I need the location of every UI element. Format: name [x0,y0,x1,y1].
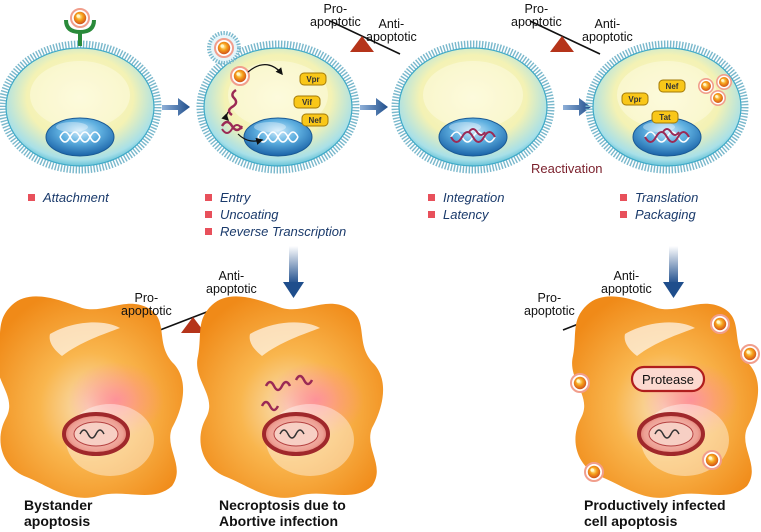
bullet-icon [428,211,435,218]
bullet-icon [428,194,435,201]
cell-attachment [2,44,158,170]
budding-virion [697,78,715,94]
bullet-icon [205,194,212,201]
svg-text:Vpr: Vpr [306,75,319,84]
protein-vif-cell2: Vif [293,95,321,109]
stage-arrow-1 [162,98,190,116]
viral-rna [227,88,238,117]
pro-apoptotic-label: Pro-apoptotic [511,2,562,29]
fulcrum [550,36,574,52]
step-latency: Latency [428,207,489,222]
dying-cell-bystander [0,294,186,500]
pro-apoptotic-label: Pro-apoptotic [524,291,575,318]
bullet-icon [28,194,35,201]
protein-tat-cell4: Tat [651,110,679,124]
arrow-to-necroptosis [283,246,304,298]
bullet-icon [205,228,212,235]
balance-integration [329,20,401,55]
budding-virion [709,90,727,106]
viral-dna-rt [220,120,244,132]
fulcrum [181,317,205,333]
svg-text:Nef: Nef [666,82,679,91]
bullet-icon [205,211,212,218]
anti-apoptotic-label: Anti-apoptotic [366,17,417,44]
cell-integration [395,44,551,170]
protein-vpr-cell4: Vpr [621,92,649,106]
capsid-uncoating [230,66,250,86]
protein-nef-cell2: Nef [301,113,329,127]
arrow-to-productive [663,246,684,298]
bullet-icon [620,211,627,218]
step-packaging: Packaging [620,207,696,222]
stage-arrow-3 [563,98,591,116]
step-integration: Integration [428,190,504,205]
balance-translation [529,20,601,55]
anti-apoptotic-label: Anti-apoptotic [601,269,652,296]
step-entry: Entry [205,190,250,205]
cytoplasmic-viral-rna [260,374,314,412]
reactivation-label: Reactivation [531,161,603,176]
protease-badge: Protease [630,365,706,393]
svg-text:Tat: Tat [659,113,671,122]
budding-virion [715,74,733,90]
step-reverse-transcription: Reverse Transcription [205,224,346,239]
pro-apoptotic-label: Pro-apoptotic [121,291,172,318]
protein-vpr-cell2: Vpr [299,72,327,86]
cell-translation [589,44,745,170]
step-attachment: Attachment [28,190,109,205]
virion-attaching [70,8,90,28]
svg-text:Vpr: Vpr [628,95,641,104]
step-translation: Translation [620,190,698,205]
anti-apoptotic-label: Anti-apoptotic [582,17,633,44]
svg-text:Nef: Nef [309,116,322,125]
anti-apoptotic-label: Anti-apoptotic [206,269,257,296]
svg-text:Protease: Protease [642,372,694,387]
fulcrum [350,36,374,52]
dying-cell-necroptosis [195,294,386,500]
protein-nef-cell4: Nef [658,79,686,93]
svg-text:Vif: Vif [302,98,312,107]
stage-arrow-2 [360,98,388,116]
bullet-icon [620,194,627,201]
step-uncoating: Uncoating [205,207,279,222]
pro-apoptotic-label: Pro-apoptotic [310,2,361,29]
